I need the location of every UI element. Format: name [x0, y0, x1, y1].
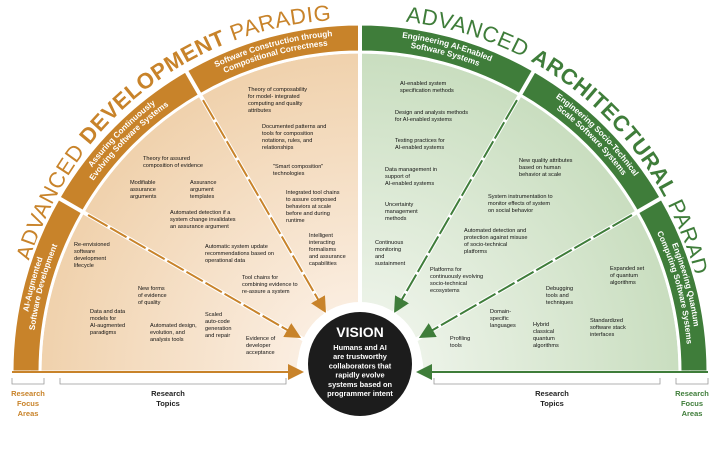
arrow-dot: [278, 324, 282, 328]
arrow-dot: [107, 225, 111, 229]
arrow-dot: [503, 119, 507, 123]
arrow-dot: [301, 271, 305, 275]
arrow-dot: [590, 236, 594, 240]
arrow-dot: [126, 236, 130, 240]
right-topics-label-2: Topics: [540, 399, 564, 408]
arrow-dot: [470, 176, 474, 180]
arrow-dot: [290, 252, 294, 256]
arrow-dot: [492, 138, 496, 142]
arrow-dot: [164, 258, 168, 262]
arrow-dot: [312, 290, 316, 294]
arrow-dot: [202, 280, 206, 284]
arrow-dot: [514, 280, 518, 284]
topic-arrow-0: [87, 214, 302, 338]
arrow-dot: [481, 157, 485, 161]
left-focus-label-2: Focus: [17, 399, 39, 408]
topic-arrow-2: [394, 99, 518, 314]
arrow-dot: [268, 214, 272, 218]
bottom-right-labels: Research Focus Areas Research Topics: [416, 364, 709, 418]
topic-arrow-1: [202, 99, 326, 314]
right-focus-label-1: Research: [675, 389, 709, 398]
arrow-dot: [224, 138, 228, 142]
bottom-left-labels: Research Focus Areas Research Topics: [11, 364, 304, 418]
arrow-dot: [533, 269, 537, 273]
left-topics-label-1: Research: [151, 389, 185, 398]
arrow-dot: [495, 291, 499, 295]
vision-title: VISION: [336, 324, 383, 340]
arrow-dot: [437, 233, 441, 237]
arrow-dot: [183, 269, 187, 273]
arrow-dot: [246, 176, 250, 180]
arrow-dot: [476, 302, 480, 306]
left-focus-label-3: Areas: [18, 409, 39, 418]
arrow-dot: [448, 214, 452, 218]
topic-construction-2: "Smart composition"technologies: [273, 164, 323, 177]
topic-arrow-3: [418, 214, 633, 338]
arrow-dot: [221, 291, 225, 295]
arrow-dot: [457, 313, 461, 317]
arrow-dot: [459, 195, 463, 199]
arrow-dot: [404, 290, 408, 294]
arrow-dot: [257, 195, 261, 199]
arrow-dot: [609, 225, 613, 229]
arrow-dot: [240, 302, 244, 306]
arrow-dot: [571, 247, 575, 251]
arrow-dot: [145, 247, 149, 251]
arrow-dot: [235, 157, 239, 161]
right-topics-label-1: Research: [535, 389, 569, 398]
left-focus-label-1: Research: [11, 389, 45, 398]
right-focus-label-3: Areas: [682, 409, 703, 418]
left-topics-label-2: Topics: [156, 399, 180, 408]
arrow-dot: [438, 324, 442, 328]
right-focus-label-2: Focus: [681, 399, 703, 408]
arrow-dot: [279, 233, 283, 237]
arrow-dot: [552, 258, 556, 262]
arrow-dot: [415, 271, 419, 275]
arrow-dot: [213, 119, 217, 123]
arrow-dot: [426, 252, 430, 256]
arrow-dot: [259, 313, 263, 317]
